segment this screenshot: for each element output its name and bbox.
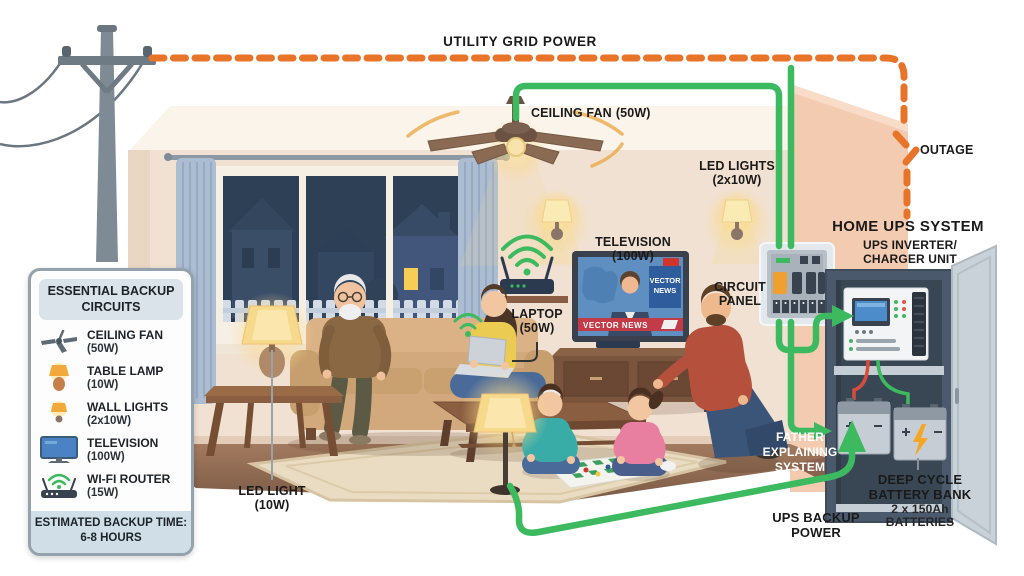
ceiling-fan-name: CEILING FAN	[531, 106, 612, 120]
circuit-panel-line1: CIRCUIT	[714, 280, 766, 294]
circuit-panel-label: CIRCUIT PANEL	[714, 280, 766, 309]
grandfather-figure	[318, 274, 392, 445]
legend-ceiling-fan-name: CEILING FAN	[87, 328, 164, 343]
backup-power-arrows	[814, 305, 866, 452]
legend-television-watts: (100W)	[87, 450, 125, 463]
wifi-router-icon	[39, 472, 79, 500]
led-lights-label: LED LIGHTS (2x10W)	[699, 159, 775, 188]
ups-cabinet	[825, 244, 997, 546]
tv-panel-line1: VECTOR	[649, 276, 681, 285]
lightning-bolt-icon	[913, 424, 928, 456]
legend-ceiling-fan-watts: (50W)	[87, 342, 119, 355]
laptop-label: LAPTOP (50W)	[511, 307, 562, 336]
battery-line1: DEEP CYCLE	[877, 472, 963, 487]
circuit-panel	[759, 242, 835, 326]
grid-power-line	[148, 54, 920, 220]
television: VECTOR NEWS VECTOR NEWS	[572, 251, 689, 342]
panel-title-line2: CIRCUITS	[81, 299, 141, 314]
ups-backup-power-label: UPS BACKUP POWER	[772, 510, 860, 541]
battery-line4: BATTERIES	[885, 515, 955, 530]
legend-table-lamp-name: TABLE LAMP	[87, 364, 164, 379]
led-lights-name: LED LIGHTS	[699, 159, 775, 173]
ceiling-fan-label: CEILING FAN(50W)	[531, 106, 651, 120]
led-lights-watts: (2x10W)	[712, 173, 762, 188]
ups-inverter-unit	[843, 287, 929, 361]
legend-wall-lights-name: WALL LIGHTS	[87, 400, 169, 415]
panel-title-line1: ESSENTIAL BACKUP	[47, 284, 175, 298]
legend-wifi-router-watts: (15W)	[87, 486, 119, 499]
ups-backup-line2: POWER	[791, 524, 841, 540]
father-line1: FATHER	[775, 430, 824, 444]
legend-item-wifi-router: WI-FI ROUTER (15W)	[39, 472, 183, 500]
utility-grid-power-label: UTILITY GRID POWER	[443, 34, 597, 49]
home-ups-system-label: HOME UPS SYSTEM	[832, 218, 984, 235]
utility-pole-icon	[0, 25, 156, 262]
battery-bank	[837, 398, 947, 461]
father-line2: EXPLAINING	[762, 445, 838, 459]
legend-television-name: TELEVISION	[87, 436, 159, 451]
television-label: TELEVISION (100W)	[595, 235, 671, 264]
father-explaining-label: FATHER EXPLAINING SYSTEM	[763, 430, 838, 475]
girl-figure	[612, 387, 676, 476]
floor-lamp	[461, 370, 549, 495]
wall-sconce-right	[711, 190, 763, 264]
led-light-name: LED LIGHT	[238, 484, 306, 498]
ceiling-fan-icon	[39, 328, 79, 356]
laptop-watts: (50W)	[519, 321, 555, 336]
mini-breakers	[773, 300, 825, 313]
father-line3: SYSTEM	[774, 460, 826, 474]
wall-light-icon	[39, 400, 79, 428]
wall-sconce-left	[531, 190, 583, 264]
battery-line3: 2 x 150Ah	[891, 501, 949, 516]
television-name: TELEVISION	[595, 235, 671, 249]
laptop-callout-line	[512, 342, 538, 362]
legend-item-wall-lights: WALL LIGHTS (2x10W)	[39, 400, 183, 428]
tv-panel-line2: NEWS	[654, 286, 677, 295]
ups-inverter-line2: CHARGER UNIT	[863, 251, 957, 266]
legend-item-ceiling-fan: CEILING FAN (50W)	[39, 328, 183, 356]
battery-bank-label: DEEP CYCLE BATTERY BANK 2 x 150Ah BATTER…	[868, 472, 972, 530]
television-watts: (100W)	[612, 249, 654, 264]
led-light-watts: (10W)	[254, 498, 290, 513]
wifi-signal-icon	[501, 234, 553, 267]
panel-title: ESSENTIAL BACKUP CIRCUITS	[39, 279, 183, 321]
television-icon	[39, 436, 79, 464]
side-table-lamp	[204, 292, 344, 480]
backup-time-line1: ESTIMATED BACKUP TIME:	[34, 517, 188, 530]
table-lamp-icon	[39, 363, 79, 392]
tv-ticker-text: VECTOR NEWS	[583, 321, 648, 330]
led-light-label: LED LIGHT (10W)	[238, 484, 305, 513]
laptop-name: LAPTOP	[511, 307, 563, 321]
essential-backup-circuits-panel: ESSENTIAL BACKUP CIRCUITS CEILING FAN (5…	[28, 268, 194, 556]
backup-time-line2: 6-8 HOURS	[80, 532, 142, 545]
ups-backup-line1: UPS BACKUP	[772, 510, 860, 525]
legend-wifi-router-name: WI-FI ROUTER	[87, 472, 171, 487]
ups-inverter-line1: UPS INVERTER/	[863, 238, 957, 252]
father-figure	[653, 284, 788, 473]
ceiling-fan-watts: (50W)	[615, 106, 651, 120]
wifi-signal-small-icon	[453, 313, 483, 330]
legend-wall-lights-watts: (2x10W)	[87, 414, 132, 427]
battery-line2: BATTERY BANK	[868, 486, 972, 502]
circuit-panel-line2: PANEL	[718, 294, 762, 309]
fan-motion-arcs	[406, 110, 624, 168]
backup-power-wiring	[506, 64, 856, 536]
legend-item-television: TELEVISION (100W)	[39, 436, 183, 464]
backup-time-footer: ESTIMATED BACKUP TIME: 6-8 HOURS	[31, 511, 191, 553]
outage-label: OUTAGE	[920, 143, 974, 157]
wifi-router-shelf	[490, 234, 568, 303]
legend-item-table-lamp: TABLE LAMP (10W)	[39, 363, 183, 392]
ups-inverter-label: UPS INVERTER/ CHARGER UNIT	[863, 238, 957, 266]
ceiling-fan	[406, 96, 624, 266]
legend-table-lamp-watts: (10W)	[87, 378, 119, 391]
cabinet-door	[951, 244, 997, 546]
